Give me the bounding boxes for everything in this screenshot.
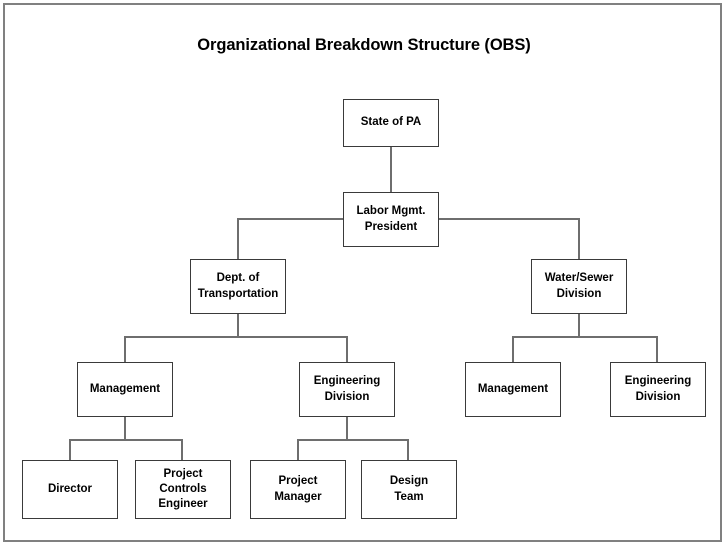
connector-president-left-rail	[237, 218, 343, 220]
node-label-project-controls-engineer: Project Controls Engineer	[158, 467, 208, 511]
node-label-dot-management: Management	[89, 382, 161, 395]
node-label-ws-engineering-division: Engineering Division	[624, 375, 692, 403]
connector-dot-to-management	[124, 336, 126, 362]
node-state-of-pa[interactable]: State of PA	[343, 99, 439, 147]
connector-water-sewer-bus	[512, 336, 658, 338]
node-label-project-manager: Project Manager	[274, 475, 322, 503]
node-label-labor-mgmt-president: Labor Mgmt. President	[356, 205, 426, 233]
connector-engineering-to-project-manager	[297, 439, 299, 460]
connector-engineering-to-design-team	[407, 439, 409, 460]
connector-president-to-dot	[237, 218, 239, 259]
connector-president-right-rail	[439, 218, 580, 220]
node-label-water-sewer-division: Water/Sewer Division	[544, 272, 614, 300]
node-label-dept-of-transportation: Dept. of Transportation	[197, 272, 279, 300]
node-dot-engineering-division[interactable]: Engineering Division	[299, 362, 395, 417]
page-title: Organizational Breakdown Structure (OBS)	[197, 36, 531, 54]
node-design-team[interactable]: Design Team	[361, 460, 457, 519]
node-ws-management[interactable]: Management	[465, 362, 561, 417]
connector-state-to-president	[390, 147, 392, 192]
connector-management-to-project-controls-engineer	[181, 439, 183, 460]
node-label-state-of-pa: State of PA	[360, 116, 422, 129]
connector-president-to-water-sewer	[578, 218, 580, 259]
node-director[interactable]: Director	[22, 460, 118, 519]
connector-dot-to-engineering	[346, 336, 348, 362]
connector-dot-management-bus	[69, 439, 183, 441]
node-label-dot-engineering-division: Engineering Division	[313, 375, 381, 403]
node-dept-of-transportation[interactable]: Dept. of Transportation	[190, 259, 286, 314]
connector-dot-stem	[237, 314, 239, 337]
node-label-design-team: Design Team	[389, 475, 429, 503]
connector-water-sewer-to-engineering	[656, 336, 658, 362]
node-label-director: Director	[47, 482, 93, 495]
connector-management-to-director	[69, 439, 71, 460]
node-project-controls-engineer[interactable]: Project Controls Engineer	[135, 460, 231, 519]
node-project-manager[interactable]: Project Manager	[250, 460, 346, 519]
connector-dot-engineering-stem	[346, 417, 348, 440]
node-ws-engineering-division[interactable]: Engineering Division	[610, 362, 706, 417]
node-water-sewer-division[interactable]: Water/Sewer Division	[531, 259, 627, 314]
node-dot-management[interactable]: Management	[77, 362, 173, 417]
node-labor-mgmt-president[interactable]: Labor Mgmt. President	[343, 192, 439, 247]
connector-water-sewer-to-management	[512, 336, 514, 362]
connector-water-sewer-stem	[578, 314, 580, 337]
connector-dot-management-stem	[124, 417, 126, 440]
node-label-ws-management: Management	[477, 382, 549, 395]
connector-dot-engineering-bus	[297, 439, 409, 441]
connector-dot-bus	[124, 336, 348, 338]
page-border-frame	[3, 3, 722, 542]
